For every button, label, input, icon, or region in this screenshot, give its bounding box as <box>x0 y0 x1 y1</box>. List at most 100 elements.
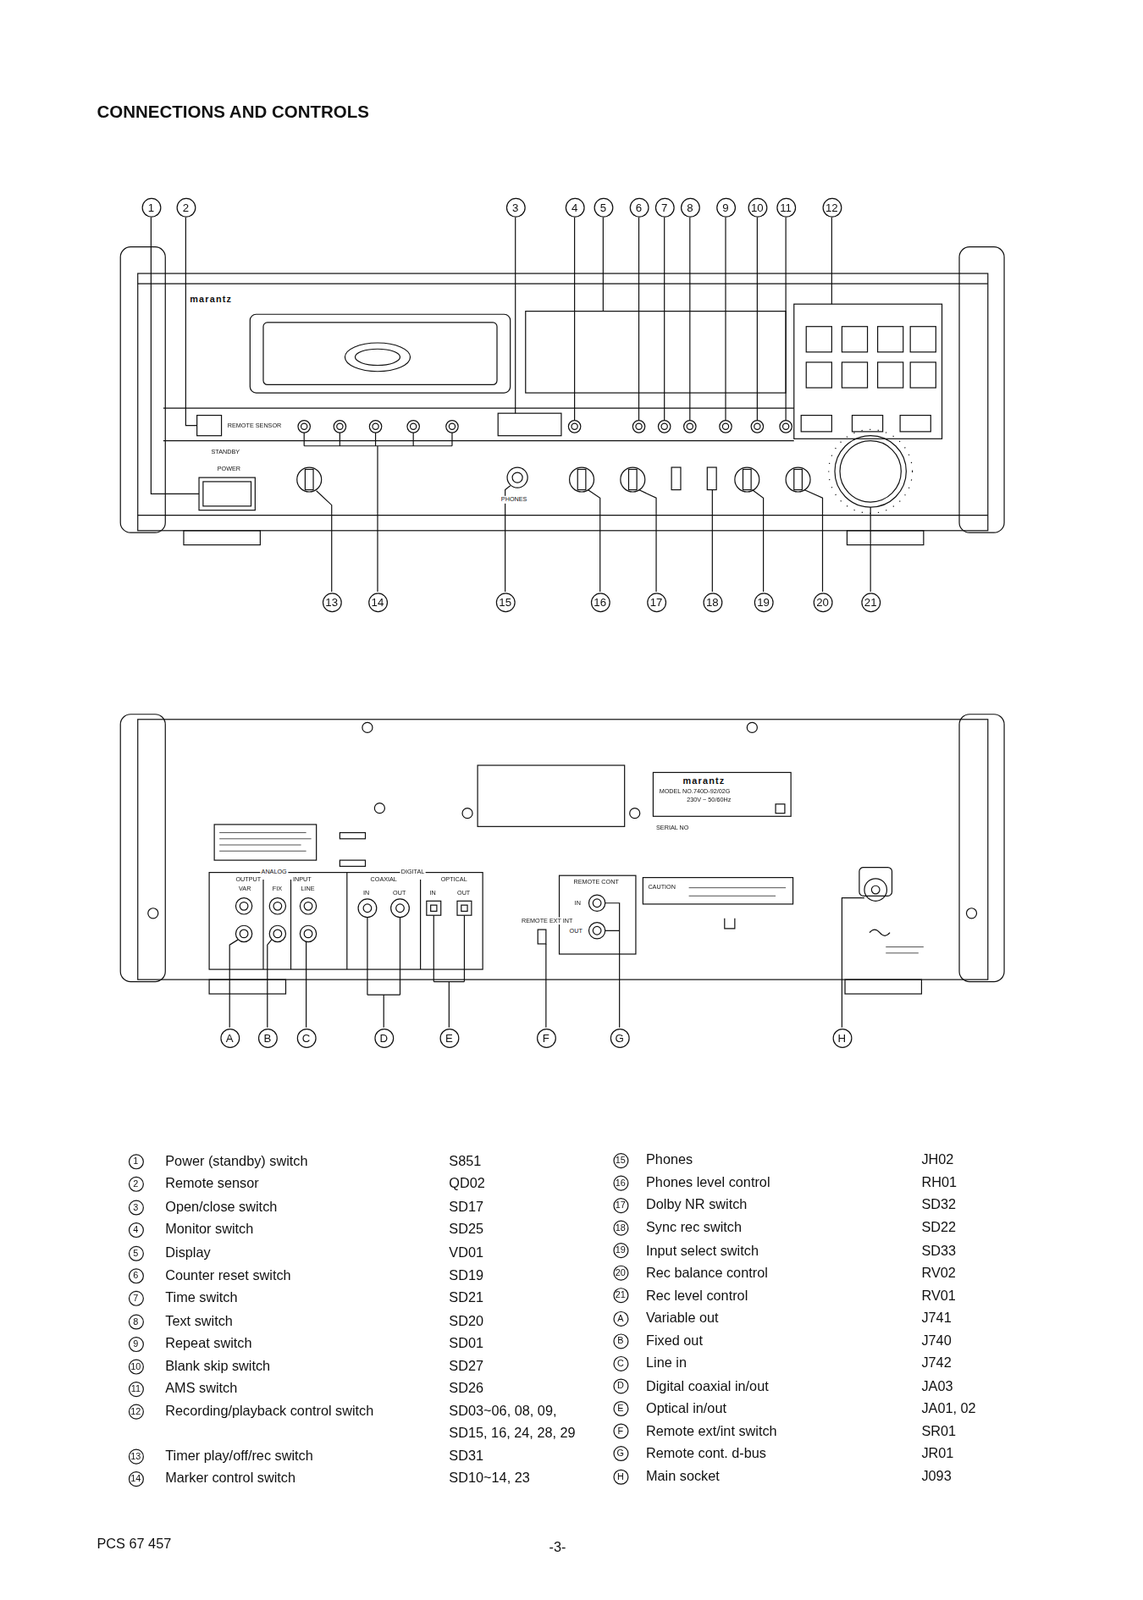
part-name: Sync rec switch <box>646 1220 742 1237</box>
part-code: J741 <box>921 1310 951 1327</box>
part-name: Timer play/off/rec switch <box>165 1447 314 1464</box>
panel-line <box>163 408 795 409</box>
panel-line <box>864 878 888 902</box>
callout-number: 17 <box>646 592 667 613</box>
part-name: Recording/playback control switch <box>165 1402 374 1420</box>
callout-number: C <box>612 1356 629 1372</box>
callout-number: 2 <box>127 1176 144 1192</box>
callout-number: F <box>535 1027 556 1048</box>
panel-line <box>871 885 880 895</box>
callout-number: 15 <box>612 1152 629 1168</box>
panel-line <box>333 420 346 433</box>
panel-line <box>299 898 316 915</box>
panel-line <box>806 362 832 388</box>
panel-line <box>273 929 282 939</box>
panel-line <box>263 322 497 386</box>
part-code: J740 <box>921 1332 951 1349</box>
panel-line <box>851 415 883 432</box>
part-code: J742 <box>921 1355 951 1372</box>
panel-line <box>269 898 286 915</box>
panel-text: OUT <box>568 927 584 935</box>
part-code: SD01 <box>448 1336 484 1353</box>
panel-text: FIX <box>271 885 284 893</box>
part-name: Rec balance control <box>646 1264 768 1282</box>
panel-line <box>831 217 833 304</box>
part-name: Power (standby) switch <box>165 1153 308 1170</box>
panel-line <box>497 413 562 437</box>
panel-line <box>846 530 923 546</box>
panel-line <box>262 879 264 970</box>
panel-line <box>661 423 668 430</box>
panel-line <box>828 429 913 514</box>
part-code: SD21 <box>448 1290 484 1307</box>
panel-text: LINE <box>299 885 315 893</box>
part-name: Main socket <box>646 1468 720 1486</box>
panel-line <box>273 902 282 912</box>
part-code: SD10~14, 23 <box>448 1470 530 1487</box>
panel-line <box>559 875 636 955</box>
callout-number: 2 <box>176 197 196 217</box>
part-code: SD17 <box>448 1198 484 1215</box>
callout-number: B <box>612 1333 629 1349</box>
panel-line <box>138 719 989 980</box>
panel-line <box>783 423 790 430</box>
panel-line <box>724 217 726 421</box>
part-name: Line in <box>646 1355 687 1372</box>
part-code: SR01 <box>921 1423 956 1440</box>
callout-number: 8 <box>127 1314 144 1330</box>
panel-line <box>751 490 763 593</box>
panel-line <box>877 362 904 388</box>
callout-number: 15 <box>495 592 515 613</box>
panel-line <box>316 491 332 592</box>
panel-line <box>477 765 625 827</box>
callout-number: 4 <box>564 197 585 217</box>
callout-number: 12 <box>822 197 842 217</box>
panel-line <box>267 939 272 1028</box>
part-code: S851 <box>448 1153 481 1170</box>
part-name: Remote sensor <box>165 1176 259 1193</box>
page-number: -3- <box>548 1540 566 1557</box>
part-name: Input select switch <box>646 1242 759 1259</box>
panel-text: 230V ~ 50/60Hz <box>685 796 732 804</box>
panel-line <box>592 899 602 908</box>
panel-text: OPTICAL <box>440 876 469 884</box>
panel-line <box>569 467 595 492</box>
panel-line <box>652 772 791 817</box>
part-code: SD25 <box>448 1221 484 1238</box>
panel-line <box>742 469 751 490</box>
panel-text: COAXIAL <box>369 876 398 884</box>
panel-line <box>639 490 657 593</box>
part-code: SD19 <box>448 1267 484 1284</box>
panel-line <box>689 888 787 897</box>
rear-panel <box>120 714 1005 1028</box>
part-code: RV01 <box>921 1287 956 1304</box>
panel-line <box>209 979 286 994</box>
callout-number: 8 <box>679 197 700 217</box>
callout-number: 20 <box>812 592 833 613</box>
panel-line <box>303 432 453 592</box>
panel-text: OUT <box>456 889 472 897</box>
panel-text: SERIAL NO <box>655 824 691 832</box>
callout-number: 19 <box>753 592 774 613</box>
panel-line <box>138 282 989 284</box>
panel-line <box>239 929 249 939</box>
panel-line <box>800 415 832 432</box>
callout-number: 6 <box>629 197 649 217</box>
panel-line <box>461 905 468 912</box>
panel-line <box>163 440 795 442</box>
part-code: SD33 <box>921 1242 956 1259</box>
panel-line <box>592 926 602 935</box>
callout-number: 18 <box>612 1220 629 1237</box>
panel-line <box>269 925 286 942</box>
panel-line <box>756 217 758 421</box>
panel-line <box>629 808 641 819</box>
part-name: Time switch <box>165 1290 238 1307</box>
panel-line <box>448 423 455 430</box>
part-name: Remote ext/int switch <box>646 1423 778 1440</box>
panel-text: VAR <box>237 885 253 893</box>
page-title: CONNECTIONS AND CONTROLS <box>97 102 370 123</box>
callout-number: 5 <box>127 1245 144 1261</box>
panel-line <box>804 490 823 593</box>
part-code: VD01 <box>448 1245 484 1262</box>
panel-line <box>689 217 691 421</box>
